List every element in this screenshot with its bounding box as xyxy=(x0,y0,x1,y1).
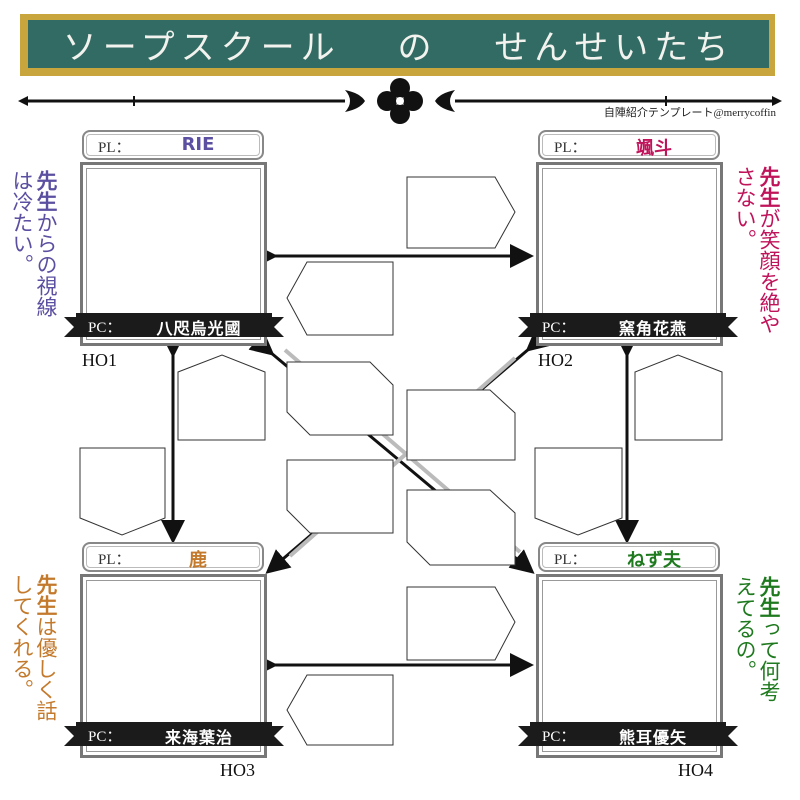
pc-ribbon: PC：八咫烏光國 xyxy=(64,313,284,338)
pl-box: PL：ねず夫 xyxy=(538,542,720,572)
relation-tag xyxy=(177,354,266,441)
ho-label: HO3 xyxy=(220,760,255,780)
template-credit: 自陣紹介テンプレート@merrycoffin xyxy=(603,107,776,119)
divider-ornament xyxy=(18,78,782,124)
ho-label: HO1 xyxy=(82,350,117,370)
pl-name: 鹿 xyxy=(189,550,207,571)
pc-name: 熊耳優矢 xyxy=(618,728,687,747)
ho-label: HO2 xyxy=(538,350,573,370)
comment: 先生は優しく話してくれる。 xyxy=(10,574,58,721)
relation-tag xyxy=(406,489,516,566)
relation-tag xyxy=(534,447,623,536)
relation-tag xyxy=(634,354,723,441)
pc-name: 窯角花燕 xyxy=(618,319,687,338)
pl-name: RIE xyxy=(181,134,215,155)
pc-name: 来海葉治 xyxy=(164,728,233,747)
flower-crest-icon xyxy=(377,78,423,124)
page-title: ソープスクール の せんせいたち xyxy=(62,27,735,68)
pl-box: PL：RIE xyxy=(82,130,264,160)
comment: 先生からの視線は冷たい。 xyxy=(10,170,58,317)
relation-tag xyxy=(406,176,516,249)
relation-tag xyxy=(286,361,394,436)
ho-label: HO4 xyxy=(678,760,713,780)
comment: 先生って何考えてるの。 xyxy=(733,576,781,702)
pl-name: ねず夫 xyxy=(627,550,681,571)
relation-tag xyxy=(286,459,394,534)
pl-box: PL：颯斗 xyxy=(538,130,720,160)
relation-tag xyxy=(406,389,516,461)
pl-box: PL：鹿 xyxy=(82,542,264,572)
relation-tag xyxy=(286,261,394,336)
pc-name: 八咫烏光國 xyxy=(156,319,242,338)
pl-name: 颯斗 xyxy=(636,138,672,159)
comment: 先生が笑顔を絶やさない。 xyxy=(733,166,781,334)
relation-tag xyxy=(79,447,166,536)
relation-tag xyxy=(406,586,516,661)
title-banner: ソープスクール の せんせいたち xyxy=(20,14,775,76)
pc-ribbon: PC：窯角花燕 xyxy=(518,313,738,338)
pc-ribbon: PC：熊耳優矢 xyxy=(518,722,738,747)
pc-ribbon: PC：来海葉治 xyxy=(64,722,284,747)
relation-tag xyxy=(286,674,394,746)
relation-tags xyxy=(79,176,723,746)
